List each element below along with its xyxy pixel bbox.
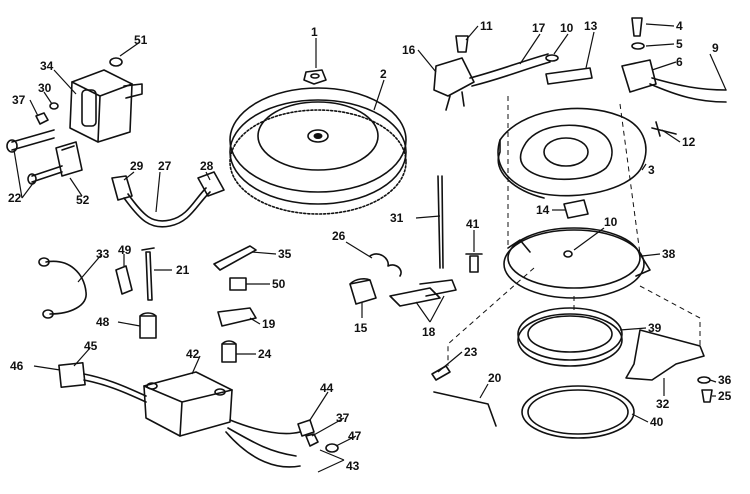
linkage-clip <box>431 365 451 381</box>
callout-51: 51 <box>134 33 148 47</box>
callout-32: 32 <box>656 397 670 411</box>
grommet <box>389 279 457 307</box>
power-pack <box>143 371 233 437</box>
callout-31: 31 <box>390 211 404 225</box>
callout-50: 50 <box>272 277 286 291</box>
callout-4: 4 <box>676 19 683 33</box>
terminal-nut <box>305 433 319 447</box>
callout-18: 18 <box>422 325 436 339</box>
callout-43: 43 <box>346 459 360 473</box>
callout-46: 46 <box>10 359 24 373</box>
callout-13: 13 <box>584 19 598 33</box>
callout-37-upper: 37 <box>12 93 26 107</box>
callout-10-lower: 10 <box>604 215 618 229</box>
callout-25: 25 <box>718 389 732 403</box>
callout-3: 3 <box>648 163 655 177</box>
callout-5: 5 <box>676 37 683 51</box>
callout-24: 24 <box>258 347 272 361</box>
callout-14: 14 <box>536 203 550 217</box>
callout-22: 22 <box>8 191 22 205</box>
callout-38: 38 <box>662 247 676 261</box>
flywheel <box>229 87 407 215</box>
callout-34: 34 <box>40 59 54 73</box>
linkage-rod <box>433 391 497 427</box>
lead-terminal <box>325 443 339 453</box>
callout-37-lower: 37 <box>336 411 350 425</box>
sensor-washer <box>545 54 559 62</box>
charge-coil <box>621 59 727 103</box>
callout-28: 28 <box>200 159 214 173</box>
callout-1: 1 <box>311 25 318 39</box>
retaining-ring <box>521 385 635 439</box>
spark-plug-leads <box>111 171 225 228</box>
link-rod-fitting <box>229 277 247 291</box>
callout-29: 29 <box>130 159 144 173</box>
callout-44: 44 <box>320 381 334 395</box>
callout-36: 36 <box>718 373 732 387</box>
retaining-clip <box>369 253 402 277</box>
callout-33: 33 <box>96 247 110 261</box>
clamp-screw <box>701 389 713 403</box>
callout-40: 40 <box>650 415 664 429</box>
callout-labels: 1 2 3 4 5 6 9 10 10 11 12 13 14 15 16 17… <box>8 19 732 473</box>
callout-48: 48 <box>96 315 110 329</box>
callout-42: 42 <box>186 347 200 361</box>
coil-bracket <box>55 141 83 177</box>
charge-coil-washer <box>631 42 645 50</box>
callout-35: 35 <box>278 247 292 261</box>
callout-21: 21 <box>176 263 190 277</box>
callout-15: 15 <box>354 321 368 335</box>
flywheel-nut <box>303 69 327 85</box>
callout-45: 45 <box>84 339 98 353</box>
callout-20: 20 <box>488 371 502 385</box>
callout-11: 11 <box>480 19 493 33</box>
callout-9: 9 <box>712 41 719 55</box>
spacer <box>139 312 157 339</box>
callout-16: 16 <box>402 43 416 57</box>
callout-17: 17 <box>532 21 546 35</box>
sensor-coil <box>433 53 551 111</box>
callout-39: 39 <box>648 321 662 335</box>
retainer <box>349 278 377 305</box>
timer-retainer <box>563 199 589 219</box>
callout-47: 47 <box>348 429 362 443</box>
stator-screw <box>651 121 677 137</box>
bushing <box>221 340 237 363</box>
ignition-coil <box>69 57 143 143</box>
callout-26: 26 <box>332 229 346 243</box>
base-screw <box>465 253 483 273</box>
timer-clamp <box>625 329 705 381</box>
charge-coil-screw <box>631 17 643 37</box>
stator-plate <box>497 107 647 199</box>
callout-27: 27 <box>158 159 172 173</box>
callout-49: 49 <box>118 243 132 257</box>
clamp-washer <box>697 376 711 384</box>
sensor-spacer <box>545 67 593 85</box>
callout-52: 52 <box>76 193 90 207</box>
throttle-arm <box>217 307 257 327</box>
timer-rod <box>437 175 444 269</box>
leader-lines <box>13 23 727 473</box>
callout-23: 23 <box>464 345 478 359</box>
coil-nut <box>35 112 49 125</box>
coil-washer <box>49 102 59 110</box>
long-screw <box>141 247 155 301</box>
callout-41: 41 <box>466 217 480 231</box>
timer-link-arm <box>213 245 257 271</box>
terminal-clip <box>115 265 133 295</box>
callout-2: 2 <box>380 67 387 81</box>
timer-base <box>503 227 651 299</box>
support-ring <box>517 307 623 367</box>
callout-30: 30 <box>38 81 52 95</box>
connector-harness <box>58 362 301 468</box>
callout-10-upper: 10 <box>560 21 574 35</box>
callout-6: 6 <box>676 55 683 69</box>
ground-terminal <box>297 419 315 437</box>
sensor-screw <box>455 35 469 53</box>
alignment-lines <box>447 96 701 366</box>
callout-12: 12 <box>682 135 696 149</box>
callout-19: 19 <box>262 317 276 331</box>
ground-wire <box>38 257 87 319</box>
